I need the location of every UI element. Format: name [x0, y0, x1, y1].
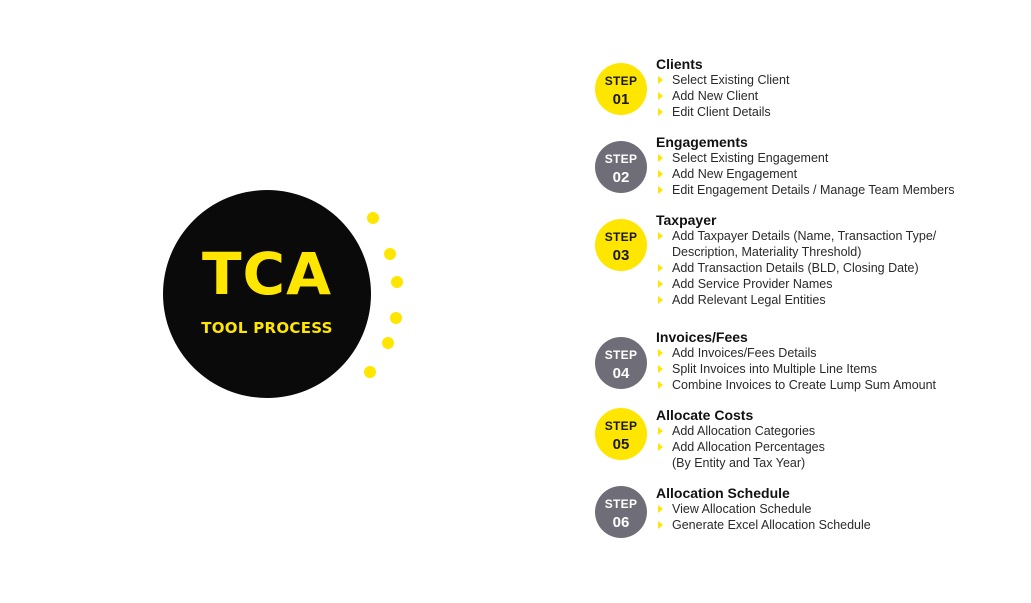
step-label: STEP: [604, 152, 638, 166]
step-block-taxpayer: Taxpayer Add Taxpayer Details (Name, Tra…: [656, 212, 1016, 308]
bullet-arrow-icon: [658, 280, 663, 288]
hub-subtitle: TOOL PROCESS: [201, 319, 333, 337]
list-item: Add Invoices/Fees Details: [656, 345, 1016, 361]
step-block-clients: Clients Select Existing Client Add New C…: [656, 56, 1016, 120]
bullet-arrow-icon: [658, 76, 663, 84]
step-label: STEP: [604, 74, 638, 88]
list-item: Edit Engagement Details / Manage Team Me…: [656, 182, 1016, 198]
step-number: 06: [612, 514, 630, 531]
bullet-arrow-icon: [658, 264, 663, 272]
step-label: STEP: [604, 497, 638, 511]
bullet-arrow-icon: [658, 443, 663, 451]
orbit-dot: [391, 276, 403, 288]
step-badge-02: STEP 02: [595, 141, 647, 193]
list-item: Add New Engagement: [656, 166, 1016, 182]
bullet-arrow-icon: [658, 349, 663, 357]
list-item: Add Taxpayer Details (Name, Transaction …: [656, 228, 1016, 260]
list-item: Edit Client Details: [656, 104, 1016, 120]
bullet-arrow-icon: [658, 232, 663, 240]
bullet-arrow-icon: [658, 381, 663, 389]
bullet-arrow-icon: [658, 186, 663, 194]
orbit-dot: [364, 366, 376, 378]
step-title: Allocation Schedule: [656, 485, 790, 501]
step-number: 03: [612, 247, 630, 264]
list-item: Add New Client: [656, 88, 1016, 104]
orbit-dot: [390, 312, 402, 324]
step-label: STEP: [604, 230, 638, 244]
step-number: 02: [612, 169, 630, 186]
orbit-dot: [367, 212, 379, 224]
step-number: 04: [612, 365, 630, 382]
list-item: Add Transaction Details (BLD, Closing Da…: [656, 260, 1016, 276]
step-number: 05: [612, 436, 630, 453]
step-title: Taxpayer: [656, 212, 717, 228]
orbit-dot: [382, 337, 394, 349]
list-item: Add Relevant Legal Entities: [656, 292, 1016, 308]
step-badge-04: STEP 04: [595, 337, 647, 389]
bullet-arrow-icon: [658, 154, 663, 162]
step-label: STEP: [604, 348, 638, 362]
step-title: Invoices/Fees: [656, 329, 748, 345]
list-item: View Allocation Schedule: [656, 501, 1016, 517]
hub-title: TCA: [201, 240, 333, 308]
list-item: Add Allocation Categories: [656, 423, 1016, 439]
step-block-invoices-fees: Invoices/Fees Add Invoices/Fees Details …: [656, 329, 1016, 393]
step-title: Clients: [656, 56, 703, 72]
bullet-arrow-icon: [658, 427, 663, 435]
step-block-engagements: Engagements Select Existing Engagement A…: [656, 134, 1016, 198]
bullet-arrow-icon: [658, 92, 663, 100]
step-block-allocation-schedule: Allocation Schedule View Allocation Sche…: [656, 485, 1016, 533]
bullet-arrow-icon: [658, 170, 663, 178]
list-item: Split Invoices into Multiple Line Items: [656, 361, 1016, 377]
step-badge-01: STEP 01: [595, 63, 647, 115]
step-badge-06: STEP 06: [595, 486, 647, 538]
step-block-allocate-costs: Allocate Costs Add Allocation Categories…: [656, 407, 1016, 471]
list-item: Add Allocation Percentages(By Entity and…: [656, 439, 1016, 471]
bullet-arrow-icon: [658, 505, 663, 513]
step-number: 01: [612, 91, 630, 108]
list-item: Generate Excel Allocation Schedule: [656, 517, 1016, 533]
bullet-arrow-icon: [658, 365, 663, 373]
list-item: Select Existing Client: [656, 72, 1016, 88]
list-item: Combine Invoices to Create Lump Sum Amou…: [656, 377, 1016, 393]
list-item: Select Existing Engagement: [656, 150, 1016, 166]
step-badge-03: STEP 03: [595, 219, 647, 271]
tca-hub-circle: TCA TOOL PROCESS: [163, 190, 371, 398]
step-title: Engagements: [656, 134, 748, 150]
orbit-dot: [384, 248, 396, 260]
bullet-arrow-icon: [658, 521, 663, 529]
list-item: Add Service Provider Names: [656, 276, 1016, 292]
step-label: STEP: [604, 419, 638, 433]
step-title: Allocate Costs: [656, 407, 754, 423]
bullet-arrow-icon: [658, 108, 663, 116]
step-badge-05: STEP 05: [595, 408, 647, 460]
bullet-arrow-icon: [658, 296, 663, 304]
